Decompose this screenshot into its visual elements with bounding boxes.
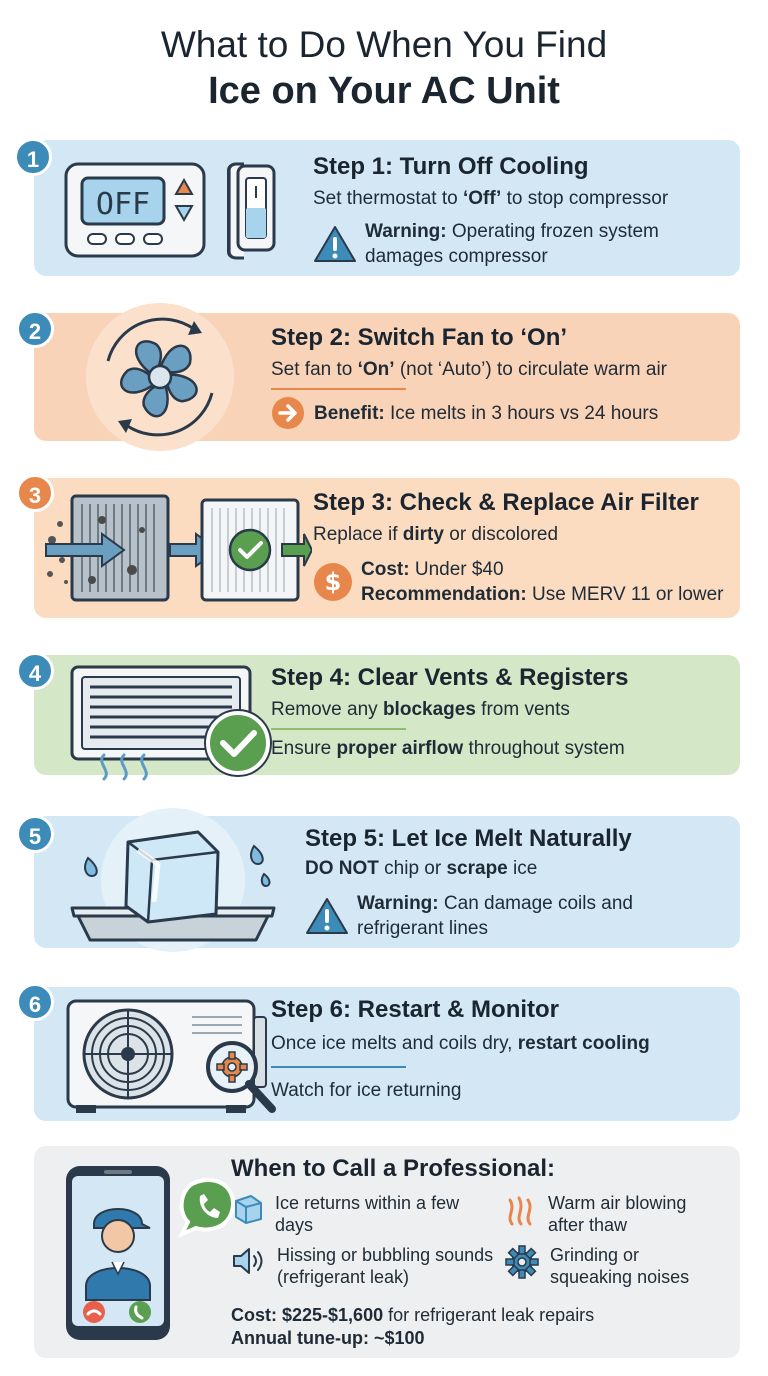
step-6-heading: Step 6: Restart & Monitor	[271, 996, 560, 1023]
heat-waves-icon	[508, 1196, 532, 1226]
step-3-recommendation: Recommendation: Use MERV 11 or lower	[361, 584, 724, 605]
step-5-card: Step 5: Let Ice Melt Naturally DO NOT ch…	[34, 808, 740, 952]
thermostat-icon: OFF	[64, 162, 244, 260]
step-3-line: Replace if dirty or discolored	[313, 524, 559, 545]
step-3-heading: Step 3: Check & Replace Air Filter	[313, 489, 699, 516]
svg-text:$: $	[325, 568, 342, 596]
step-4-number: 4	[16, 652, 54, 690]
step-6-divider	[271, 1066, 406, 1068]
pro-item-ice-returns: Ice returns within a few days	[231, 1192, 493, 1236]
professional-card: When to Call a Professional: Ice returns…	[34, 1146, 740, 1358]
step-3-text: Step 3: Check & Replace Air Filter Repla…	[313, 488, 724, 607]
step-6-text: Step 6: Restart & Monitor Once ice melts…	[271, 995, 650, 1103]
step-2-benefit: Benefit: Ice melts in 3 hours vs 24 hour…	[271, 396, 667, 430]
step-6-line-1: Once ice melts and coils dry, restart co…	[271, 1033, 650, 1054]
step-3-card: Step 3: Check & Replace Air Filter Repla…	[34, 478, 740, 618]
dollar-icon: $	[314, 563, 352, 601]
step-5-heading: Step 5: Let Ice Melt Naturally	[305, 825, 632, 852]
step-1-number: 1	[14, 138, 52, 176]
pro-item-grinding: Grinding or squeaking noises	[504, 1244, 724, 1288]
professional-cost: Cost: $225-$1,600 for refrigerant leak r…	[231, 1305, 595, 1348]
vent-icon	[70, 665, 272, 781]
step-2-number: 2	[16, 310, 54, 348]
step-3-number: 3	[16, 474, 54, 512]
arrow-right-icon	[272, 397, 304, 429]
step-6-number: 6	[16, 983, 54, 1021]
ice-cube-icon	[235, 1195, 262, 1224]
step-2-divider	[271, 388, 406, 390]
professional-tuneup: Annual tune-up: ~$100	[231, 1328, 425, 1348]
phone-technician-icon	[66, 1166, 236, 1340]
page-title: What to Do When You Find Ice on Your AC …	[0, 22, 768, 114]
speaker-icon	[233, 1248, 263, 1274]
title-line-1: What to Do When You Find	[160, 24, 608, 65]
step-4-card: Step 4: Clear Vents & Registers Remove a…	[34, 655, 740, 781]
step-5-warning: Warning: Can damage coils and refrigeran…	[305, 891, 633, 941]
title-line-2: Ice on Your AC Unit	[208, 70, 560, 112]
step-1-text: Step 1: Turn Off Cooling Set thermostat …	[313, 152, 668, 269]
warning-icon	[306, 898, 348, 934]
pro-item-hissing: Hissing or bubbling sounds (refrigerant …	[231, 1244, 497, 1288]
step-1-heading: Step 1: Turn Off Cooling	[313, 153, 589, 180]
step-2-line: Set fan to ‘On’ (not ‘Auto’) to circulat…	[271, 359, 667, 380]
pro-item-warm-air: Warm air blowing after thaw	[504, 1192, 724, 1236]
air-filter-icon	[45, 494, 312, 602]
step-6-card: Step 6: Restart & Monitor Once ice melts…	[34, 987, 740, 1121]
step-3-cost-block: $ Cost: Under $40 Recommendation: Use ME…	[313, 557, 724, 607]
ice-melting-icon	[70, 808, 276, 952]
step-1-card: OFF Step 1: Turn Off Cooling Set thermos…	[34, 140, 740, 276]
light-switch-icon	[236, 164, 276, 252]
step-2-heading: Step 2: Switch Fan to ‘On’	[271, 324, 568, 351]
step-4-line-2: Ensure proper airflow throughout system	[271, 738, 625, 759]
ac-outdoor-unit-icon	[66, 999, 276, 1113]
step-4-line-1: Remove any blockages from vents	[271, 699, 570, 720]
step-5-line: DO NOT chip or scrape ice	[305, 858, 538, 879]
step-2-card: Step 2: Switch Fan to ‘On’ Set fan to ‘O…	[34, 303, 740, 451]
step-5-text: Step 5: Let Ice Melt Naturally DO NOT ch…	[305, 824, 633, 941]
step-1-line: Set thermostat to ‘Off’ to stop compress…	[313, 188, 669, 209]
step-4-heading: Step 4: Clear Vents & Registers	[271, 664, 629, 691]
step-5-number: 5	[16, 815, 54, 853]
warning-icon	[314, 226, 356, 262]
fan-icon	[86, 303, 234, 451]
step-3-cost: Cost: Under $40	[361, 559, 504, 580]
step-1-warning: Warning: Operating frozen system damages…	[313, 219, 668, 269]
thermostat-display-text: OFF	[96, 187, 150, 222]
step-6-line-2: Watch for ice returning	[271, 1080, 462, 1101]
professional-heading: When to Call a Professional:	[231, 1155, 556, 1182]
step-4-divider	[271, 728, 406, 730]
gear-icon	[505, 1245, 539, 1279]
step-4-text: Step 4: Clear Vents & Registers Remove a…	[271, 663, 628, 761]
step-2-text: Step 2: Switch Fan to ‘On’ Set fan to ‘O…	[271, 323, 667, 430]
